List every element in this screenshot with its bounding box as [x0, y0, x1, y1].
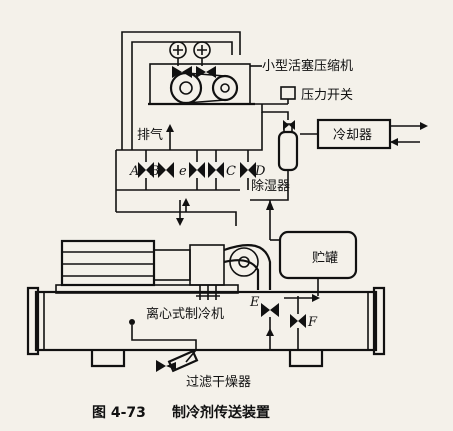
dehumidifier-label: 除湿器	[251, 179, 290, 194]
receiver-label: 贮罐	[312, 251, 338, 266]
valve-e-label: e	[179, 164, 187, 179]
pressure-switch	[255, 86, 296, 105]
filter-drier	[156, 349, 199, 373]
exhaust-line	[166, 124, 174, 150]
top-piping	[121, 31, 241, 150]
valve-F-label: F	[307, 315, 318, 330]
valve-E-label: E	[249, 295, 260, 310]
exhaust-label: 排气	[137, 127, 163, 143]
piston-compressor	[148, 41, 262, 106]
cooler	[300, 118, 428, 150]
middle-piping	[116, 198, 274, 240]
cooler-label: 冷却器	[333, 128, 372, 143]
valve-C-label: C	[226, 164, 236, 179]
figure-number: 图 4-73	[92, 405, 146, 421]
dehumidifier	[250, 104, 299, 201]
filter-drier-label: 过滤干燥器	[186, 375, 251, 390]
centrifugal-chiller	[26, 239, 386, 368]
valve-D-label: D	[254, 164, 266, 179]
chiller-label: 离心式制冷机	[146, 306, 224, 322]
compressor-label: 小型活塞压缩机	[262, 58, 353, 74]
pressure-switch-label: 压力开关	[301, 88, 353, 103]
valve-B-label: B	[149, 164, 160, 179]
figure-title: 制冷剂传送装置	[172, 404, 270, 421]
valve-A-label: A	[129, 164, 139, 179]
valve-manifold	[115, 112, 263, 212]
